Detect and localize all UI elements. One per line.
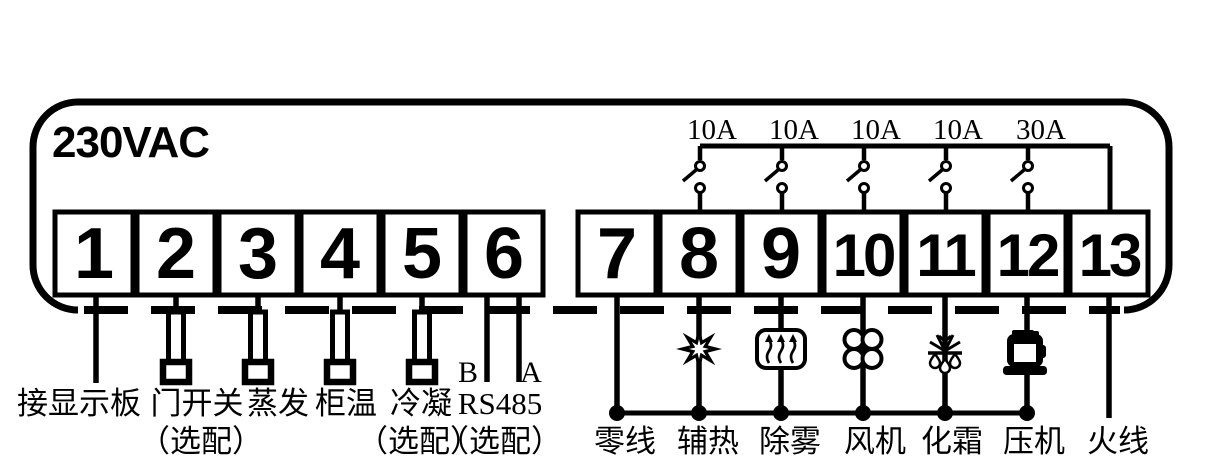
junction-dot-10 xyxy=(855,405,871,421)
label-condenser: 冷凝 xyxy=(390,386,452,421)
label-compressor: 压机 xyxy=(1003,424,1065,459)
label-optional-condenser: （选配） xyxy=(357,424,481,459)
label-optional-door-switch: （选配） xyxy=(139,424,263,459)
fuse-rating-10: 10A xyxy=(851,114,901,146)
fuse-ratings: 10A 10A 10A 10A 30A xyxy=(687,114,1066,146)
right-terminal-labels: 零线 辅热 除雾 风机 化霜 压机 火线 xyxy=(594,424,1149,459)
label-rs485-b: B xyxy=(458,356,478,389)
junction-dot-12 xyxy=(1019,405,1035,421)
label-door-switch: 门开关 xyxy=(151,386,244,421)
label-evaporator: 蒸发 xyxy=(247,386,309,421)
terminal-box-3 xyxy=(216,209,300,298)
terminal-box-8 xyxy=(657,209,741,298)
label-aux-heat: 辅热 xyxy=(677,424,739,459)
terminal-box-6 xyxy=(462,209,546,298)
junction-dot-11 xyxy=(937,405,953,421)
label-cabinet-temp: 柜温 xyxy=(315,386,377,421)
label-rs485-a: A xyxy=(520,356,542,389)
relay-contact-9-icon xyxy=(763,146,788,212)
label-fan: 风机 xyxy=(844,424,906,459)
terminal-number-13: 13 xyxy=(1079,222,1141,289)
terminal-number-11: 11 xyxy=(916,222,975,289)
enclosure-border xyxy=(29,98,1173,314)
terminal-number-5: 5 xyxy=(402,214,442,294)
relay-contact-12-icon xyxy=(1009,146,1034,212)
probe-cabinet-temp-icon xyxy=(323,309,357,386)
junction-dots xyxy=(609,405,1035,421)
terminal-number-6: 6 xyxy=(484,214,524,294)
left-terminal-block: 1 2 3 4 5 6 xyxy=(52,209,546,298)
fuse-rating-12: 30A xyxy=(1016,114,1066,146)
probe-evaporator-icon xyxy=(241,309,275,386)
probe-condenser-icon xyxy=(405,309,439,386)
label-display-board: 接显示板 xyxy=(17,386,141,421)
relay-contact-10-icon xyxy=(845,146,870,212)
probe-door-switch-icon xyxy=(159,309,193,386)
terminal-number-3: 3 xyxy=(238,214,278,294)
terminal-number-2: 2 xyxy=(156,214,196,294)
terminal-number-10: 10 xyxy=(833,222,894,289)
power-rating-label: 230VAC xyxy=(52,118,209,167)
terminal-box-4 xyxy=(298,209,382,298)
fuse-rating-8: 10A xyxy=(687,114,737,146)
live-feed-bus xyxy=(700,143,1113,212)
terminal-number-9: 9 xyxy=(761,214,801,294)
load-icons xyxy=(676,326,1047,375)
terminal-number-4: 4 xyxy=(320,214,360,294)
junction-dot-9 xyxy=(773,405,789,421)
junction-dot-7 xyxy=(609,405,625,421)
terminal-box-11 xyxy=(903,209,987,298)
sensor-probes xyxy=(159,309,439,386)
relay-contacts xyxy=(681,146,1034,212)
fan-icon xyxy=(842,328,884,370)
label-defrost: 化霜 xyxy=(921,424,983,459)
compressor-icon xyxy=(1003,330,1047,375)
label-optional-rs485: （选配） xyxy=(438,424,562,459)
right-terminal-block: 7 8 9 10 11 12 13 xyxy=(575,209,1151,298)
label-rs485: RS485 xyxy=(458,386,542,421)
defrost-icon xyxy=(928,333,962,375)
left-terminal-labels: 接显示板 门开关 蒸发 柜温 冷凝 RS485 B A （选配） （选配） （选… xyxy=(17,356,562,459)
terminal-number-12: 12 xyxy=(997,222,1058,289)
relay-contact-11-icon xyxy=(927,146,952,212)
fuse-rating-11: 10A xyxy=(933,114,983,146)
junction-dot-8 xyxy=(691,405,707,421)
defog-icon xyxy=(755,328,807,370)
terminal-number-7: 7 xyxy=(597,214,637,294)
relay-contact-8-icon xyxy=(681,146,706,212)
terminal-number-8: 8 xyxy=(679,214,719,294)
terminal-number-1: 1 xyxy=(74,214,114,294)
label-defog: 除雾 xyxy=(759,424,821,459)
heater-star-icon xyxy=(676,326,722,372)
label-neutral: 零线 xyxy=(594,424,656,459)
fuse-rating-9: 10A xyxy=(769,114,819,146)
label-live: 火线 xyxy=(1087,424,1149,459)
